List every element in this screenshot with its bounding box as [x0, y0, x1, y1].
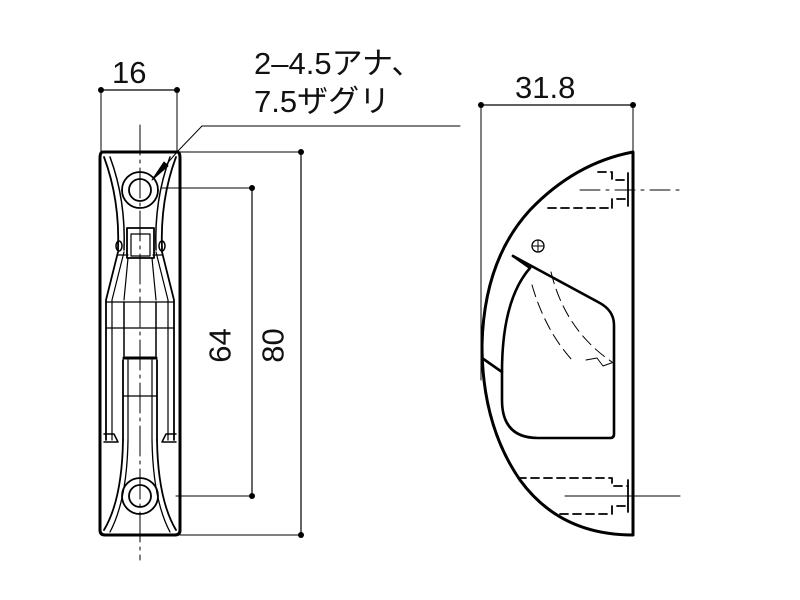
dimension-width-label: 16: [112, 55, 147, 90]
hole-note-line1: 2–4.5アナ、: [254, 46, 423, 81]
dimension-height-label: 80: [255, 328, 291, 363]
side-view: [478, 102, 681, 537]
hole-note-line2: 7.5ザグリ: [254, 84, 391, 119]
front-view: [98, 87, 461, 561]
dimension-hole-pitch-label: 64: [202, 328, 238, 363]
dimension-depth-label: 31.8: [515, 70, 576, 105]
